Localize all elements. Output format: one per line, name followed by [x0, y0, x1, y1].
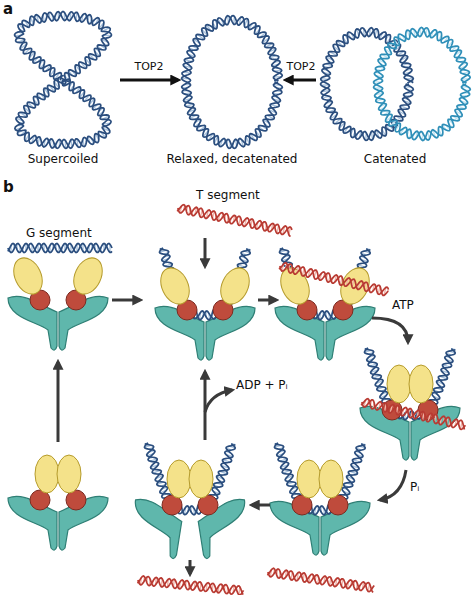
- dna-strand: [182, 16, 283, 149]
- atpase-domain: [189, 460, 213, 498]
- dna-strand: [8, 244, 112, 253]
- topology-label: Relaxed, decatenated: [167, 152, 298, 166]
- atpase-domain: [215, 263, 255, 308]
- cycle-arrow: [57, 362, 60, 442]
- dna-topology-group: Supercoiled: [8, 0, 118, 172]
- supercoiled-dna: [15, 12, 112, 149]
- enzyme-label: TOP2: [134, 60, 163, 73]
- dna-topology-group: Relaxed, decatenated: [180, 0, 284, 172]
- topoisomerase-dimer: [360, 348, 465, 460]
- cofactor-label: Pᵢ: [410, 480, 419, 494]
- dna-strand: [144, 443, 235, 515]
- t-segment-dna: [267, 568, 374, 592]
- cycle-arrow: [380, 470, 406, 500]
- panel-a-art: [15, 12, 471, 149]
- t-segment-dna: [177, 205, 292, 237]
- cycle-arrow: [258, 299, 276, 302]
- cycle-arrow: [372, 318, 408, 342]
- enzyme-label: TOP2: [286, 60, 315, 73]
- g-segment-dna: [144, 443, 235, 515]
- reaction-arrow: [286, 79, 316, 82]
- reaction-arrow: [120, 79, 178, 82]
- dna-strand: [177, 205, 290, 237]
- atpase-domain: [35, 455, 59, 493]
- cycle-arrow: [112, 299, 140, 302]
- dna-strand: [280, 264, 388, 295]
- dna-strand: [361, 399, 465, 430]
- panel-b-art: [8, 205, 465, 595]
- cycle-arrow: [252, 504, 270, 507]
- atpase-domain: [319, 460, 343, 498]
- t-segment-dna: [138, 576, 244, 595]
- dna-strand: [138, 577, 243, 595]
- topoisomerase-dimer: [8, 253, 108, 350]
- atpase-domain: [8, 253, 48, 298]
- dna-strand: [374, 28, 471, 141]
- panel-letter: b: [3, 178, 14, 196]
- g-segment-dna: [274, 443, 365, 515]
- segment-label: T segment: [196, 188, 260, 202]
- catenated-dna: [374, 28, 471, 141]
- cofactor-label: ADP + Pᵢ: [236, 378, 288, 392]
- cofactor-label: ATP: [392, 298, 414, 312]
- topoisomerase-dimer: [270, 443, 370, 555]
- atpase-domain: [155, 263, 195, 308]
- atpase-domain: [297, 460, 321, 498]
- dna-strand: [182, 16, 283, 149]
- dna-strand: [15, 12, 112, 149]
- dna-strand: [8, 244, 112, 253]
- g-segment-dna: [8, 244, 112, 253]
- panel-letter: a: [3, 0, 13, 18]
- atpase-domain: [68, 253, 108, 298]
- dna-strand: [374, 28, 471, 141]
- t-segment-dna: [361, 399, 465, 430]
- topoisomerase-dimer: [275, 248, 389, 360]
- relaxed-dna: [182, 16, 283, 149]
- dna-strand: [279, 263, 388, 295]
- cycle-arrow: [205, 390, 232, 412]
- cycle-arrow: [189, 560, 192, 574]
- segment-label: G segment: [26, 226, 92, 240]
- t-segment-dna: [279, 263, 388, 296]
- topology-label: Supercoiled: [28, 152, 99, 166]
- dna-strand: [274, 443, 365, 515]
- dna-strand: [267, 568, 374, 591]
- atpase-domain: [387, 365, 411, 403]
- dna-strand: [138, 576, 244, 595]
- dna-topology-group: Catenated: [318, 0, 472, 172]
- topoisomerase-dimer: [8, 455, 108, 550]
- cycle-arrow: [204, 238, 207, 266]
- dna-strand: [145, 444, 235, 515]
- atpase-domain: [409, 365, 433, 403]
- dna-strand: [275, 444, 365, 515]
- topology-label: Catenated: [364, 152, 426, 166]
- dna-strand: [15, 12, 111, 149]
- topoisomerase-dimer: [127, 443, 252, 559]
- atpase-domain: [167, 460, 191, 498]
- atpase-domain: [57, 455, 81, 493]
